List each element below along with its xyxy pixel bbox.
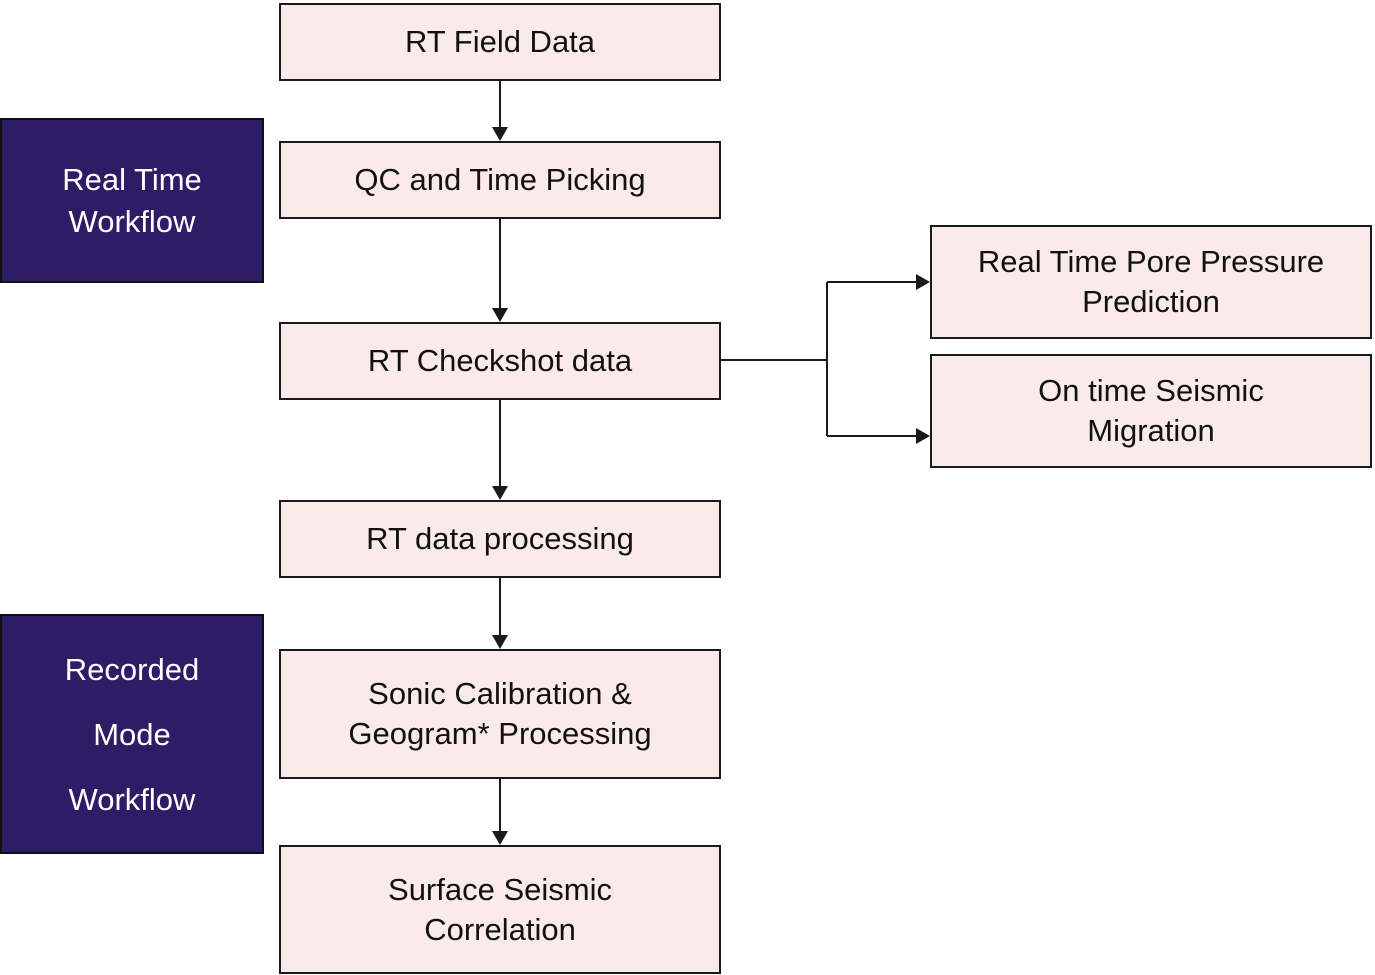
rt-checkshot-data-text: RT Checkshot data bbox=[367, 343, 633, 378]
rt-checkshot-data-box: RT Checkshot data bbox=[279, 322, 721, 400]
arrowhead-checkshot bbox=[492, 308, 508, 322]
sonic-calibration-line-2: Geogram* Processing bbox=[348, 716, 652, 751]
surface-seismic-correlation-line-2: Correlation bbox=[424, 911, 576, 947]
recorded-mode-workflow-line-1: Recorded bbox=[64, 651, 200, 687]
arrowhead-surface bbox=[492, 831, 508, 845]
arrowhead-sonic bbox=[492, 635, 508, 649]
rt-data-processing-box: RT data processing bbox=[279, 500, 721, 578]
qc-time-picking-text: QC and Time Picking bbox=[354, 162, 646, 197]
real-time-workflow-line-1: Real Time bbox=[62, 161, 202, 197]
arrowhead-migration bbox=[916, 428, 930, 444]
arrowhead-processing bbox=[492, 486, 508, 500]
pore-pressure-prediction-line-1: Real Time Pore Pressure bbox=[977, 244, 1325, 279]
pore-pressure-prediction-box: Real Time Pore Pressure Prediction bbox=[930, 225, 1372, 339]
recorded-mode-workflow-line-3: Workflow bbox=[68, 781, 196, 817]
sonic-calibration-line-1: Sonic Calibration & bbox=[368, 676, 632, 711]
rt-data-processing-text: RT data processing bbox=[366, 521, 634, 556]
qc-time-picking-box: QC and Time Picking bbox=[279, 141, 721, 219]
rt-field-data-box: RT Field Data bbox=[279, 3, 721, 81]
pore-pressure-prediction-line-2: Prediction bbox=[1082, 284, 1220, 319]
recorded-mode-workflow-line-2: Mode bbox=[93, 716, 171, 752]
arrowhead-pore-pressure bbox=[916, 274, 930, 290]
rt-field-data-text: RT Field Data bbox=[404, 24, 596, 59]
surface-seismic-correlation-box: Surface Seismic Correlation bbox=[279, 845, 721, 974]
real-time-workflow-line-2: Workflow bbox=[68, 203, 196, 239]
seismic-migration-line-2: Migration bbox=[1087, 413, 1215, 448]
seismic-migration-line-1: On time Seismic bbox=[1038, 373, 1264, 408]
real-time-workflow-label: Real Time Workflow bbox=[0, 118, 264, 283]
arrowhead-qc bbox=[492, 127, 508, 141]
sonic-calibration-box: Sonic Calibration & Geogram* Processing bbox=[279, 649, 721, 779]
surface-seismic-correlation-line-1: Surface Seismic bbox=[388, 871, 612, 907]
recorded-mode-workflow-label: Recorded Mode Workflow bbox=[0, 614, 264, 854]
seismic-migration-box: On time Seismic Migration bbox=[930, 354, 1372, 468]
